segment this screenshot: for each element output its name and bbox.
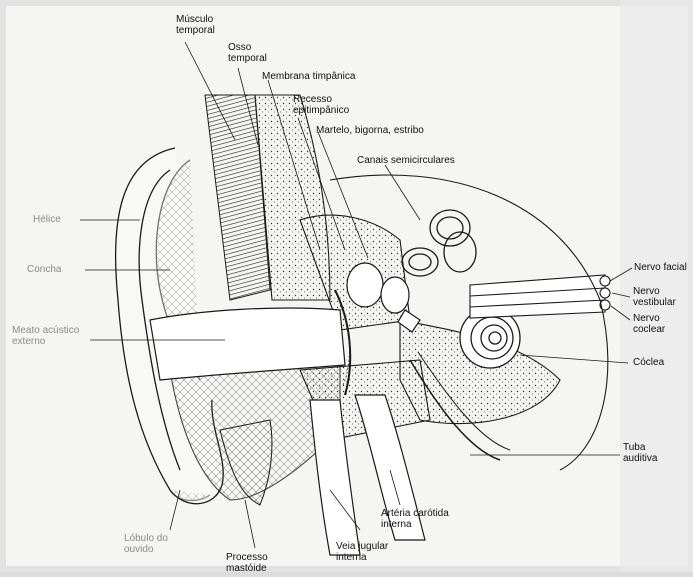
label-recesso-epitimpanico: Recesso epitimpânico xyxy=(293,94,349,116)
label-osso-temporal: Osso temporal xyxy=(228,42,267,64)
label-arteria-carotida-interna: Artéria carótida interna xyxy=(381,508,449,530)
label-concha: Concha xyxy=(27,264,61,275)
label-processo-mastoide: Processo mastóide xyxy=(226,552,268,574)
label-musculo-temporal: Músculo temporal xyxy=(176,14,215,36)
label-nervo-vestibular: Nervo vestibular xyxy=(633,286,676,308)
label-helice: Hélice xyxy=(33,214,61,225)
label-canais-semicirculares: Canais semicirculares xyxy=(357,155,455,166)
label-nervo-facial: Nervo facial xyxy=(634,262,687,273)
label-tuba-auditiva: Tuba auditiva xyxy=(623,442,657,464)
label-ossiculos: Martelo, bigorna, estribo xyxy=(316,125,424,136)
label-coclea: Cóclea xyxy=(633,357,664,368)
label-membrana-timpanica: Membrana timpânica xyxy=(262,71,355,82)
label-meato-acustico-externo: Meato acústico externo xyxy=(12,325,79,347)
label-lobulo-do-ouvido: Lóbulo do ouvido xyxy=(124,533,168,555)
label-nervo-coclear: Nervo coclear xyxy=(633,313,665,335)
label-veia-jugular-interna: Veia jugular interna xyxy=(336,541,388,563)
